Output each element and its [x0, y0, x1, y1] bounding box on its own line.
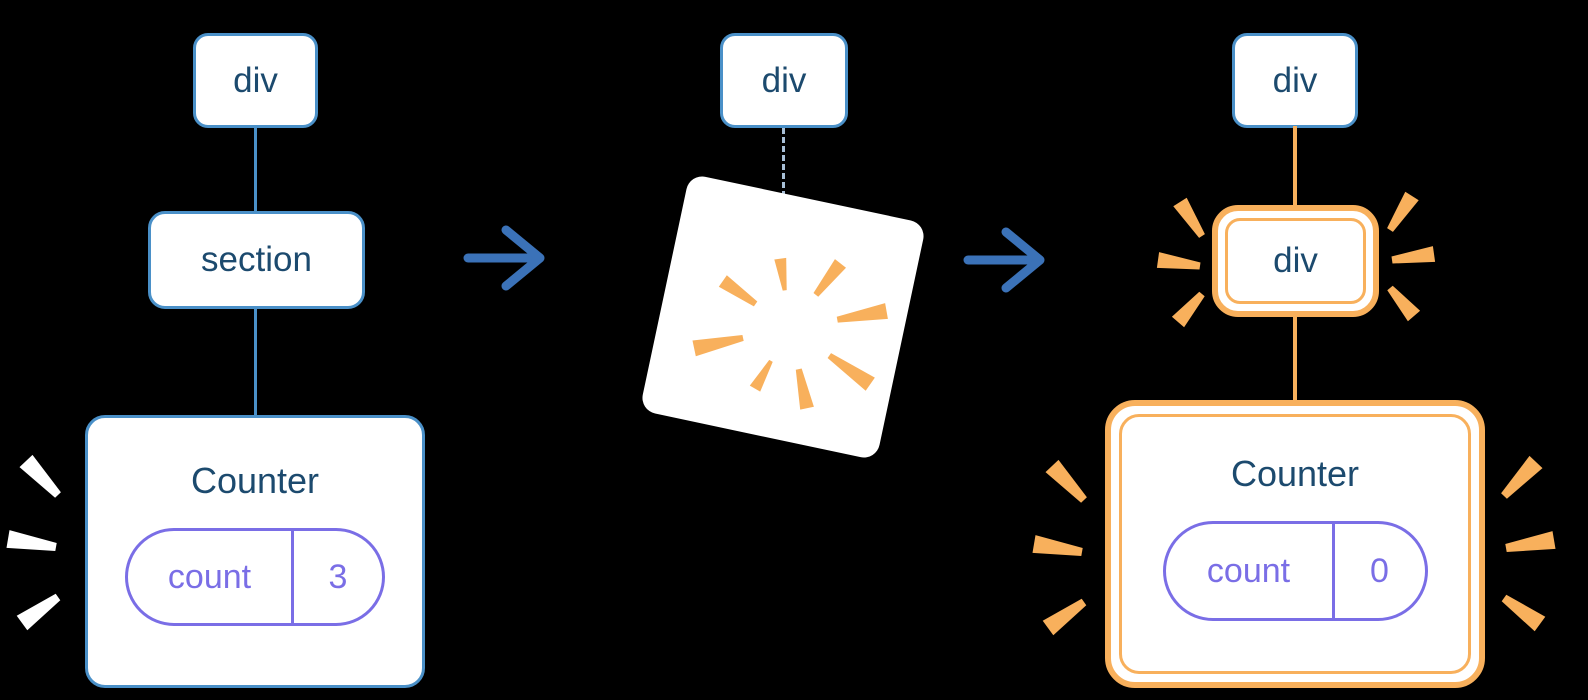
left-counter-title: Counter: [190, 460, 320, 501]
left-tree-child-node: section: [148, 211, 365, 309]
middle-removed-edge: [782, 128, 785, 206]
left-counter-state-pill: count 3: [125, 528, 385, 626]
right-counter-state-pill: count 0: [1162, 521, 1428, 621]
left-tree-child-label: section: [201, 240, 312, 279]
left-tree-edge-root-child: [254, 126, 257, 213]
orange-burst-icon: [1501, 455, 1556, 632]
white-burst-icon: [6, 454, 61, 631]
arrow-right-icon: [463, 225, 545, 291]
orange-burst-icon: [1032, 459, 1087, 636]
right-tree-child-node: div: [1225, 218, 1366, 304]
left-tree-edge-child-counter: [254, 308, 257, 417]
right-tree-child-label: div: [1273, 241, 1318, 280]
left-counter-state-value: 3: [291, 531, 382, 623]
right-counter-state-value: 0: [1331, 524, 1425, 618]
middle-tree-root-node: div: [720, 33, 848, 128]
left-tree-root-node: div: [193, 33, 318, 128]
right-counter-card: Counter count 0: [1119, 414, 1471, 674]
left-counter-state-key: count: [167, 557, 252, 596]
right-counter-card-highlighted: Counter count 0: [1105, 400, 1485, 688]
right-tree-child-node-highlighted: div: [1212, 205, 1379, 317]
arrow-right-icon: [963, 227, 1045, 293]
orange-burst-icon: [1387, 191, 1436, 322]
right-tree-root-node: div: [1232, 33, 1358, 128]
right-counter-title: Counter: [1230, 453, 1360, 494]
poof-burst-icon: [692, 257, 888, 410]
right-tree-edge-root-child: [1293, 126, 1297, 206]
right-tree-edge-child-counter: [1293, 316, 1297, 402]
middle-tree-root-label: div: [761, 60, 807, 100]
right-counter-state-key: count: [1206, 551, 1291, 590]
right-tree-root-label: div: [1272, 60, 1318, 100]
left-counter-card: Counter count 3: [85, 415, 425, 688]
left-tree-root-label: div: [233, 60, 278, 100]
orange-burst-icon: [1156, 197, 1205, 328]
